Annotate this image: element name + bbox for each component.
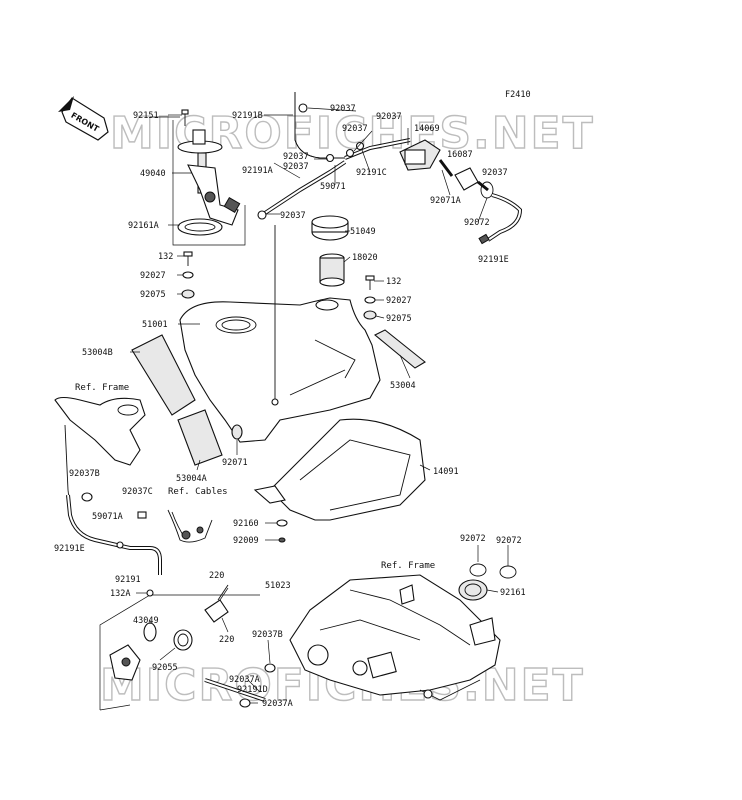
fuel-tank <box>179 225 381 443</box>
label-53004: 53004 <box>390 381 416 391</box>
label-92191: 92191 <box>115 575 141 585</box>
cable-bundle <box>167 509 213 543</box>
valve-14069 <box>399 139 441 171</box>
label-92037-5: 92037 <box>283 162 309 172</box>
front-arrow-icon: FRONT <box>58 96 109 141</box>
label-92191d: 92191D <box>237 685 268 695</box>
label-92191b: 92191B <box>232 111 263 121</box>
label-92037a-1: 92037A <box>229 675 260 685</box>
label-92037-2: 92037 <box>342 124 368 134</box>
label-51049: 51049 <box>350 227 376 237</box>
label-92160: 92160 <box>233 519 259 529</box>
label-14091: 14091 <box>433 467 459 477</box>
ref-frame-right: Ref. Frame <box>381 561 435 571</box>
label-49040: 49040 <box>140 169 166 179</box>
fuel-pump-bracket <box>150 116 246 246</box>
label-43049: 43049 <box>133 616 159 626</box>
label-92037-7: 92037 <box>280 211 306 221</box>
label-92072-right-2: 92072 <box>496 536 522 546</box>
grommet-92071 <box>231 424 243 440</box>
label-18020: 18020 <box>352 253 378 263</box>
pad-53004 <box>373 329 426 369</box>
label-92191a: 92191A <box>242 166 273 176</box>
label-220-bottom: 220 <box>219 635 234 645</box>
label-92151: 92151 <box>133 111 159 121</box>
label-132-right: 132 <box>386 277 401 287</box>
leader-lines <box>130 107 509 704</box>
bolt-92009 <box>278 537 286 543</box>
label-92027-left: 92027 <box>140 271 166 281</box>
label-59071: 59071 <box>320 182 346 192</box>
hose-left <box>66 492 162 575</box>
label-92037b-bottom: 92037B <box>252 630 283 640</box>
washer-92160 <box>276 519 288 527</box>
label-92161a: 92161A <box>128 221 159 231</box>
label-92027-right: 92027 <box>386 296 412 306</box>
label-92072-top: 92072 <box>464 218 490 228</box>
bolt-set-left <box>181 251 195 299</box>
label-92037c: 92037C <box>122 487 153 497</box>
label-16087: 16087 <box>447 150 473 160</box>
label-92037-3: 92037 <box>376 112 402 122</box>
fuel-tap <box>109 584 229 681</box>
label-53004a: 53004A <box>176 474 207 484</box>
ref-cables: Ref. Cables <box>168 487 228 497</box>
label-51023: 51023 <box>265 581 291 591</box>
pad-53004b <box>131 334 196 416</box>
label-92037-4: 92037 <box>283 152 309 162</box>
label-51001: 51001 <box>142 320 168 330</box>
skid-tray <box>253 418 426 521</box>
bolt-set-right <box>363 275 377 320</box>
label-14069: 14069 <box>414 124 440 134</box>
hose-92191d <box>204 663 276 708</box>
label-92071: 92071 <box>222 458 248 468</box>
label-220-top: 220 <box>209 571 224 581</box>
fuel-cap <box>311 215 349 241</box>
reference-labels: Ref. Frame Ref. Cables Ref. Frame <box>75 383 435 571</box>
vent-hoses <box>257 92 411 220</box>
label-92191e-left: 92191E <box>54 544 85 554</box>
bolt-92151 <box>181 109 189 126</box>
label-92161: 92161 <box>500 588 526 598</box>
label-92009: 92009 <box>233 536 259 546</box>
petcock-bracket <box>99 594 260 711</box>
label-92075-left: 92075 <box>140 290 166 300</box>
fuel-filter <box>438 159 489 192</box>
label-92037a-2: 92037A <box>262 699 293 709</box>
ref-frame-left: Ref. Frame <box>75 383 129 393</box>
fuel-strainer <box>319 253 345 287</box>
pump-gasket <box>177 218 223 236</box>
label-92055: 92055 <box>152 663 178 673</box>
frame-left <box>54 396 146 526</box>
label-92037-1: 92037 <box>330 104 356 114</box>
label-59071a: 59071A <box>92 512 123 522</box>
frame-right <box>289 574 501 701</box>
label-92191e-top: 92191E <box>478 255 509 265</box>
label-92072-right-1: 92072 <box>460 534 486 544</box>
label-92191c: 92191C <box>356 168 387 178</box>
label-92037-6: 92037 <box>482 168 508 178</box>
hose-92191e-top <box>478 193 523 245</box>
label-132a: 132A <box>110 589 130 599</box>
label-132-left: 132 <box>158 252 173 262</box>
part-labels: 92151 92191B 92037 92037 92037 14069 920… <box>54 104 526 709</box>
label-53004b: 53004B <box>82 348 113 358</box>
label-92037b-left: 92037B <box>69 469 100 479</box>
pad-53004a <box>177 409 223 466</box>
figure-code: F2410 <box>505 90 531 100</box>
label-92075-right: 92075 <box>386 314 412 324</box>
fuel-pump-assembly <box>177 129 241 226</box>
label-92071a: 92071A <box>430 196 461 206</box>
